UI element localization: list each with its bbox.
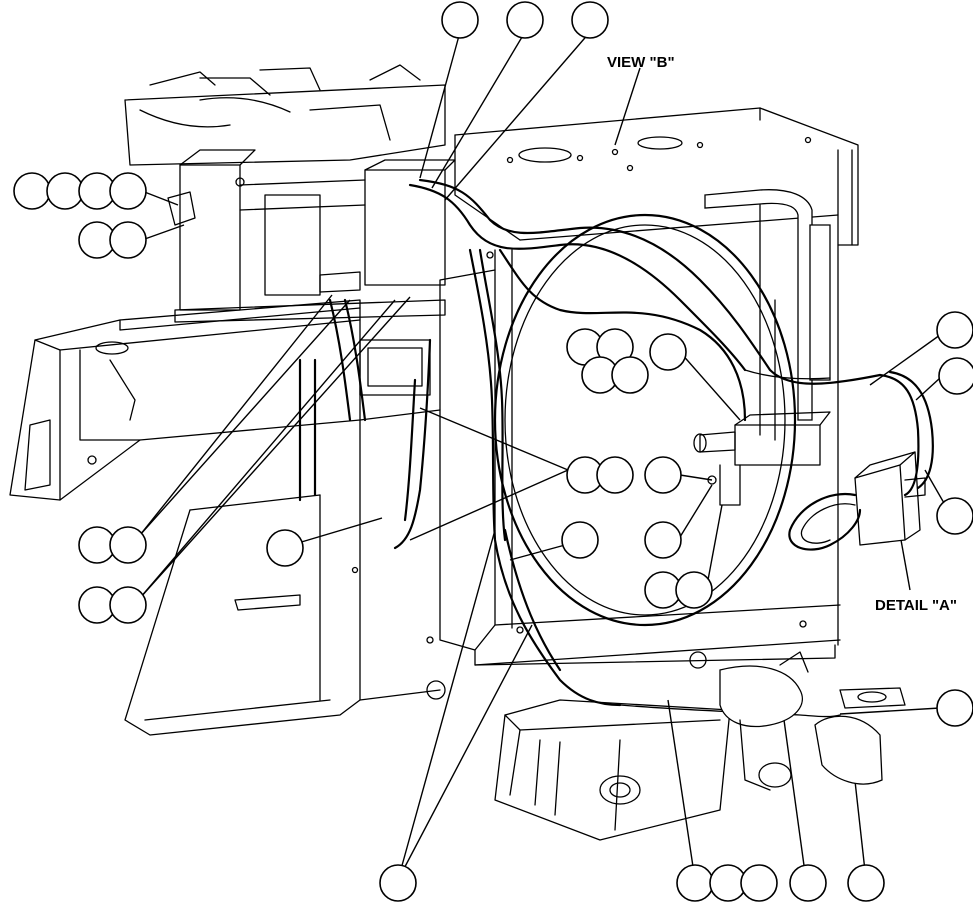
callout-balloon <box>46 172 84 210</box>
left-support-leg <box>124 419 361 736</box>
callout-balloons <box>13 1 973 902</box>
leader-lines <box>139 31 949 881</box>
callout-balloon <box>506 1 544 39</box>
callout-balloon <box>13 172 51 210</box>
detail-a-label: DETAIL "A" <box>875 597 957 614</box>
callout-balloon <box>938 357 973 395</box>
callout-balloon <box>789 864 827 902</box>
callout-balloon <box>109 172 147 210</box>
hoses <box>298 178 934 718</box>
callout-balloon <box>109 221 147 259</box>
callout-balloon <box>611 356 649 394</box>
callout-balloon <box>644 456 682 494</box>
view-b-label: VIEW "B" <box>607 54 675 71</box>
callout-balloon <box>109 526 147 564</box>
callout-balloon <box>596 456 634 494</box>
callout-balloon <box>379 864 417 902</box>
callout-balloon <box>847 864 885 902</box>
mid-valve-block <box>693 411 831 506</box>
callout-balloon <box>571 1 609 39</box>
callout-balloon <box>936 311 973 349</box>
callout-balloon <box>109 586 147 624</box>
detail-a-accumulator <box>788 451 926 551</box>
valve-assembly <box>124 64 456 323</box>
callout-balloon <box>441 1 479 39</box>
callout-balloon <box>675 571 713 609</box>
bottom-cooler <box>426 651 906 841</box>
callout-balloon <box>676 864 714 902</box>
left-tank <box>9 299 431 501</box>
callout-balloon <box>740 864 778 902</box>
callout-balloon <box>644 521 682 559</box>
callout-balloon <box>266 529 304 567</box>
callout-balloon <box>561 521 599 559</box>
callout-balloon <box>936 689 973 727</box>
main-housing <box>359 107 859 701</box>
callout-balloon <box>936 497 973 535</box>
callout-balloon <box>649 333 687 371</box>
